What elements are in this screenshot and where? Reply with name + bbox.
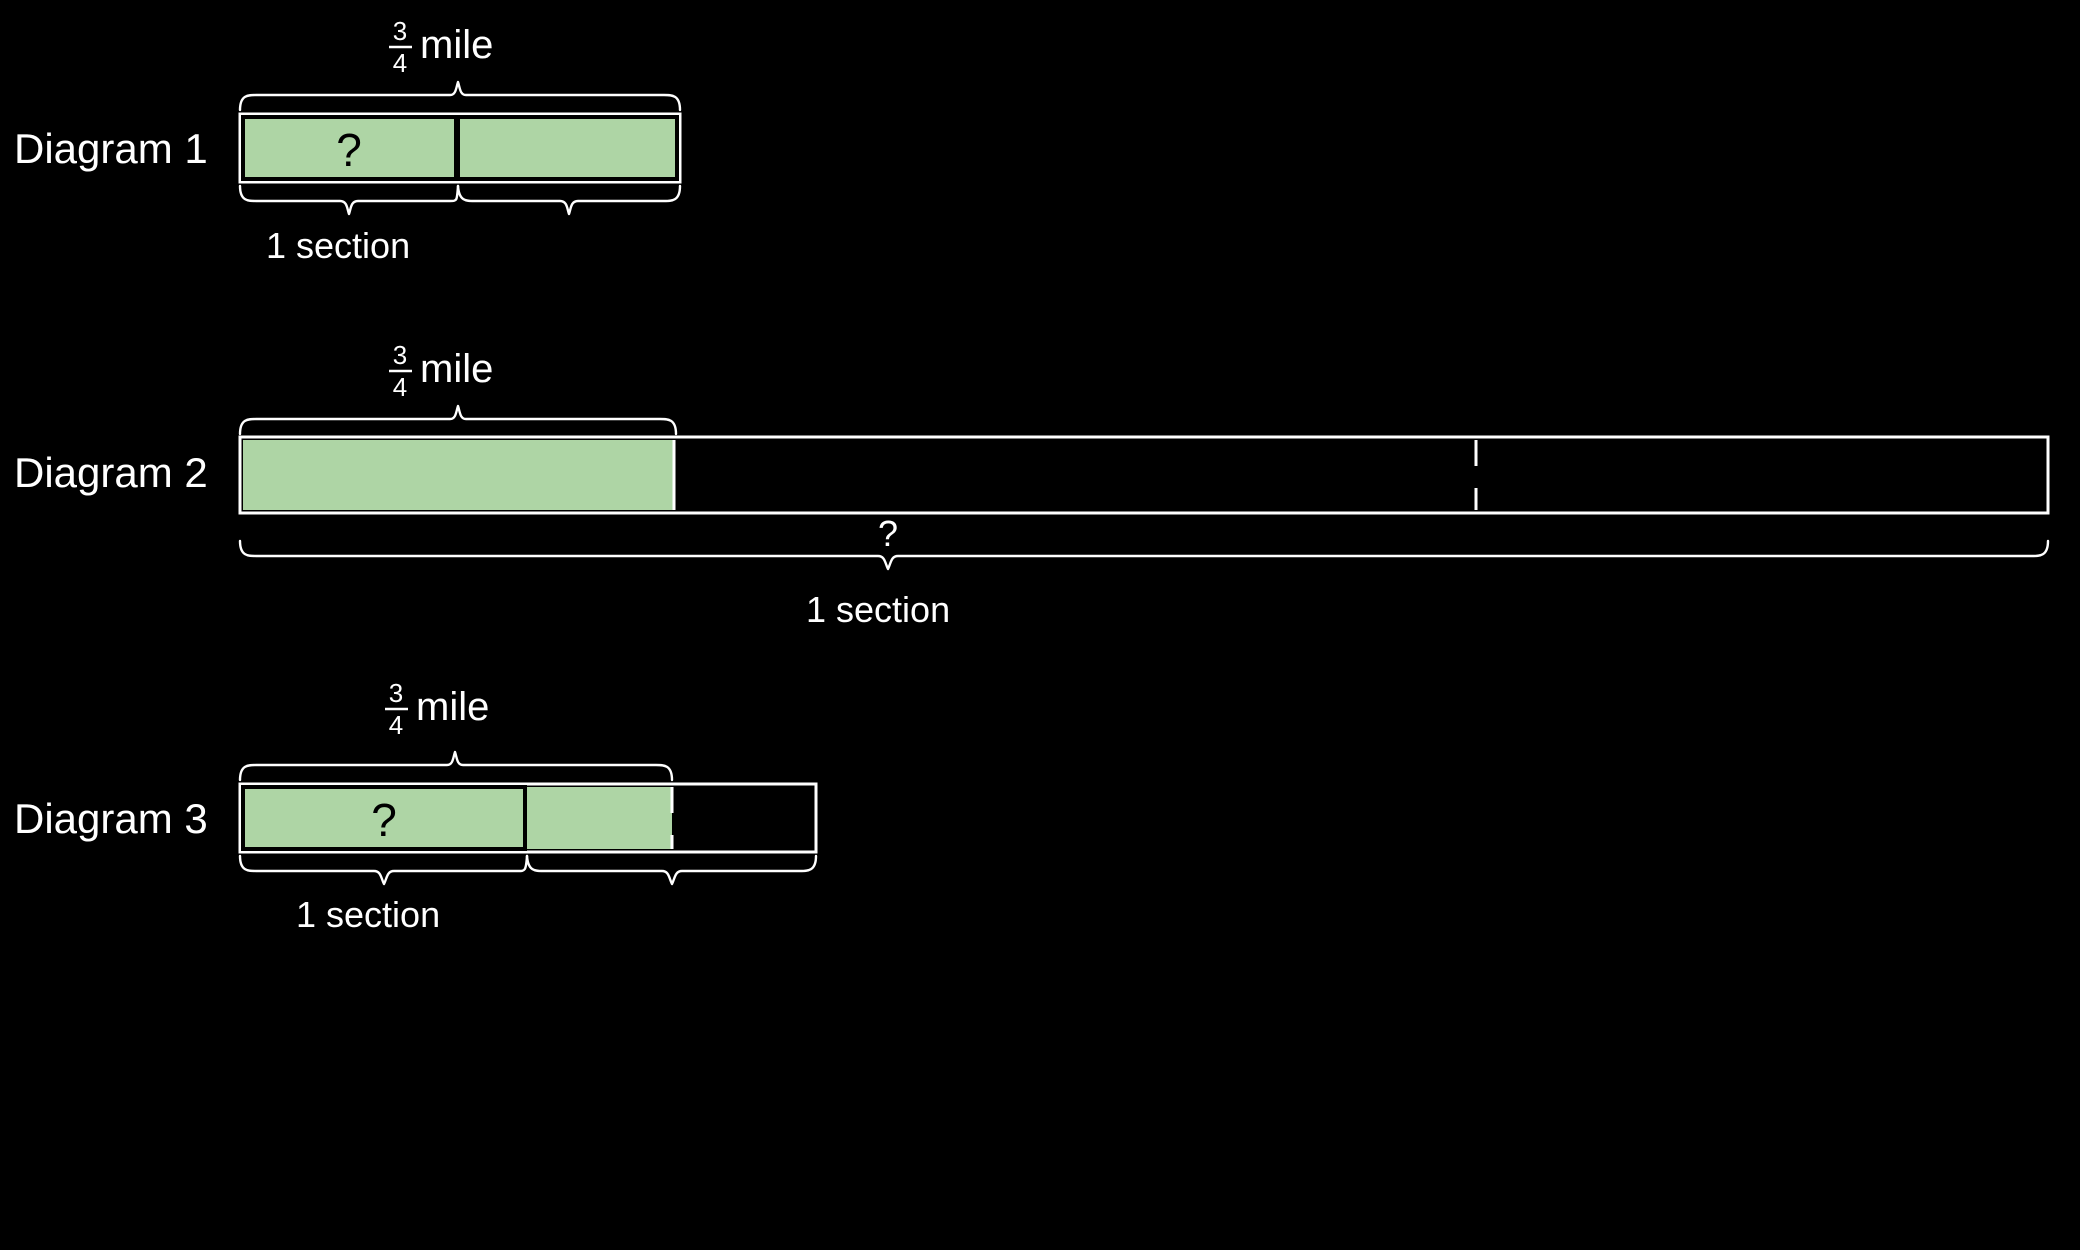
fraction-numerator: 3 <box>389 678 403 708</box>
diagram-2-section-label: 1 section <box>806 589 950 630</box>
fraction-denominator: 4 <box>393 48 407 78</box>
diagram-2-bar-outline <box>238 435 2050 515</box>
diagram-1-fraction-label: 3 4 mile <box>389 16 493 78</box>
diagram-3-bottom-brace-1 <box>238 854 529 886</box>
fraction-unit: mile <box>416 685 489 729</box>
diagram-3-title: Diagram 3 <box>14 795 208 842</box>
fraction-unit: mile <box>420 347 493 391</box>
diagram-3-segment-2-partial <box>527 787 672 849</box>
fraction-denominator: 4 <box>389 710 403 740</box>
diagram-2-segment-filled <box>243 440 674 510</box>
diagram-2-bottom-brace <box>238 539 2050 571</box>
diagram-1-top-brace <box>238 80 682 112</box>
diagram-1-bottom-brace-1 <box>238 184 460 216</box>
diagram-3-unknown-marker: ? <box>371 794 397 846</box>
diagram-1-group: Diagram 1 3 4 mile ? 1 section <box>14 16 682 266</box>
diagram-1-section-label: 1 section <box>266 225 410 266</box>
diagram-2-unknown-marker: ? <box>878 513 898 554</box>
fraction-numerator: 3 <box>393 16 407 46</box>
diagram-3-bar-outline <box>238 782 818 854</box>
diagram-2-fraction-label: 3 4 mile <box>389 340 493 402</box>
diagram-1-segment-2 <box>456 115 679 181</box>
diagram-1-title: Diagram 1 <box>14 125 208 172</box>
diagram-3-segment-1 <box>241 785 527 851</box>
diagram-2-group: Diagram 2 3 4 mile ? 1 section <box>14 340 2050 630</box>
diagram-3-group: Diagram 3 3 4 mile ? 1 section <box>14 678 818 935</box>
diagram-3-top-brace <box>238 750 674 782</box>
diagram-1-bottom-brace-2 <box>456 184 682 216</box>
diagram-1-unknown-marker: ? <box>336 124 362 176</box>
diagram-1-segment-1 <box>241 115 458 181</box>
fraction-unit: mile <box>420 23 493 67</box>
fraction-denominator: 4 <box>393 372 407 402</box>
diagram-2-top-brace <box>238 404 678 436</box>
diagram-3-section-label: 1 section <box>296 894 440 935</box>
diagram-2-title: Diagram 2 <box>14 449 208 496</box>
fraction-numerator: 3 <box>393 340 407 370</box>
diagram-1-bar-outline <box>238 112 682 184</box>
diagram-3-fraction-label: 3 4 mile <box>385 678 489 740</box>
diagram-3-bottom-brace-2 <box>525 854 818 886</box>
